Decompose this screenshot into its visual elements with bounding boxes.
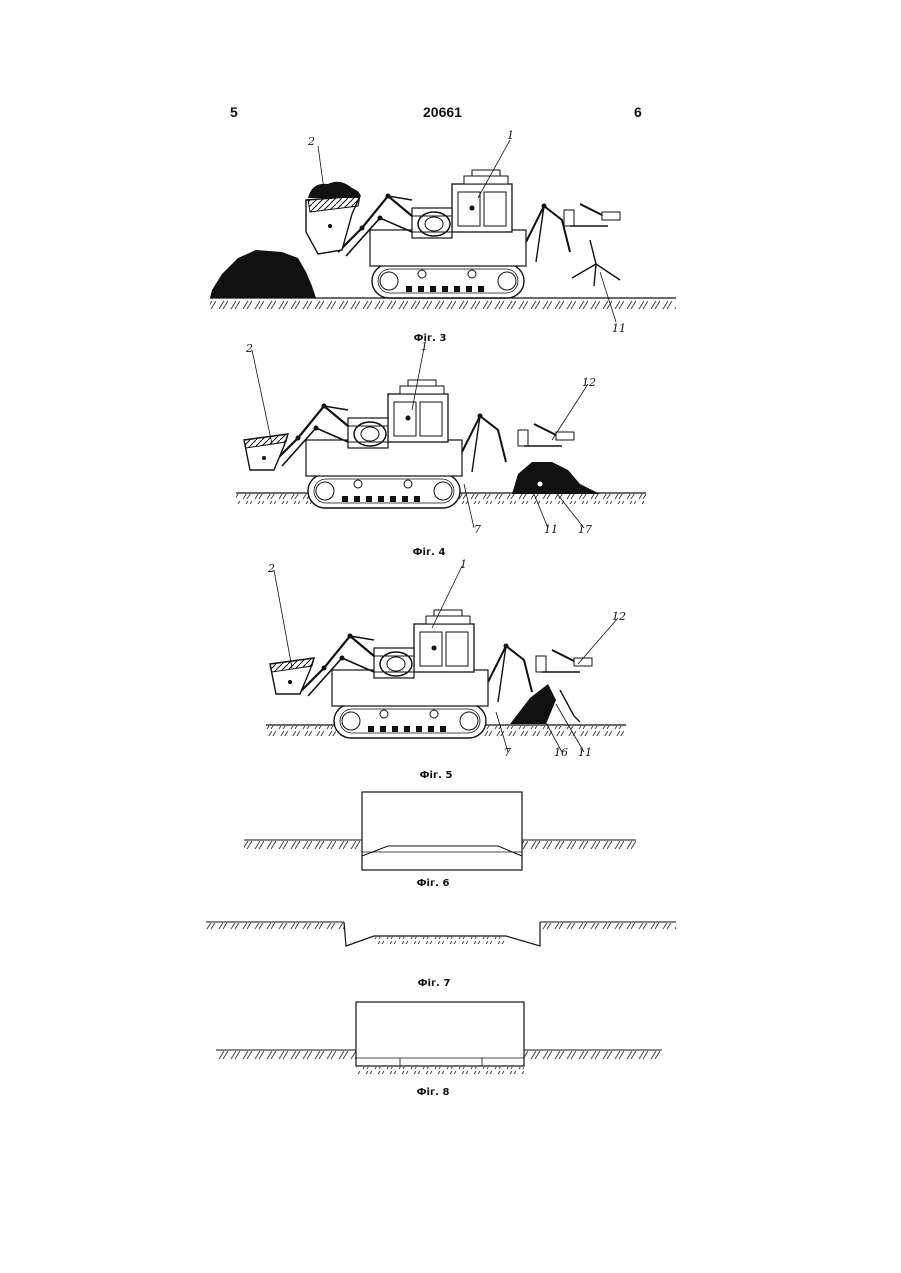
figure-5-drawing xyxy=(266,566,626,752)
figure-6-drawing xyxy=(244,792,636,870)
fig5-label-12: 12 xyxy=(612,610,626,623)
figure-7-drawing xyxy=(206,922,676,946)
caption-fig-5: Фіг. 5 xyxy=(420,770,453,781)
caption-fig-6: Фіг. 6 xyxy=(417,878,450,889)
caption-fig-7: Фіг. 7 xyxy=(418,978,451,989)
caption-fig-4: Фіг. 4 xyxy=(413,547,446,558)
fig5-label-11: 11 xyxy=(578,746,592,759)
fig4-label-11: 11 xyxy=(544,523,558,536)
fig4-label-12: 12 xyxy=(582,376,596,389)
figure-8-drawing xyxy=(216,1002,662,1074)
fig3-label-1: 1 xyxy=(507,129,514,142)
fig5-label-16: 16 xyxy=(554,746,568,759)
figure-3-drawing xyxy=(210,140,676,322)
fig5-label-1: 1 xyxy=(460,558,467,571)
fig4-label-2: 2 xyxy=(245,342,253,355)
fig4-label-17: 17 xyxy=(578,523,592,536)
caption-fig-8: Фіг. 8 xyxy=(417,1087,450,1098)
fig4-label-7: 7 xyxy=(474,523,481,536)
fig3-label-2: 2 xyxy=(307,135,315,148)
fig5-label-7: 7 xyxy=(504,746,511,759)
fig5-label-2: 2 xyxy=(267,562,275,575)
caption-fig-3: Фіг. 3 xyxy=(414,333,447,344)
figure-4-drawing xyxy=(236,348,646,528)
fig3-label-11: 11 xyxy=(612,322,626,335)
